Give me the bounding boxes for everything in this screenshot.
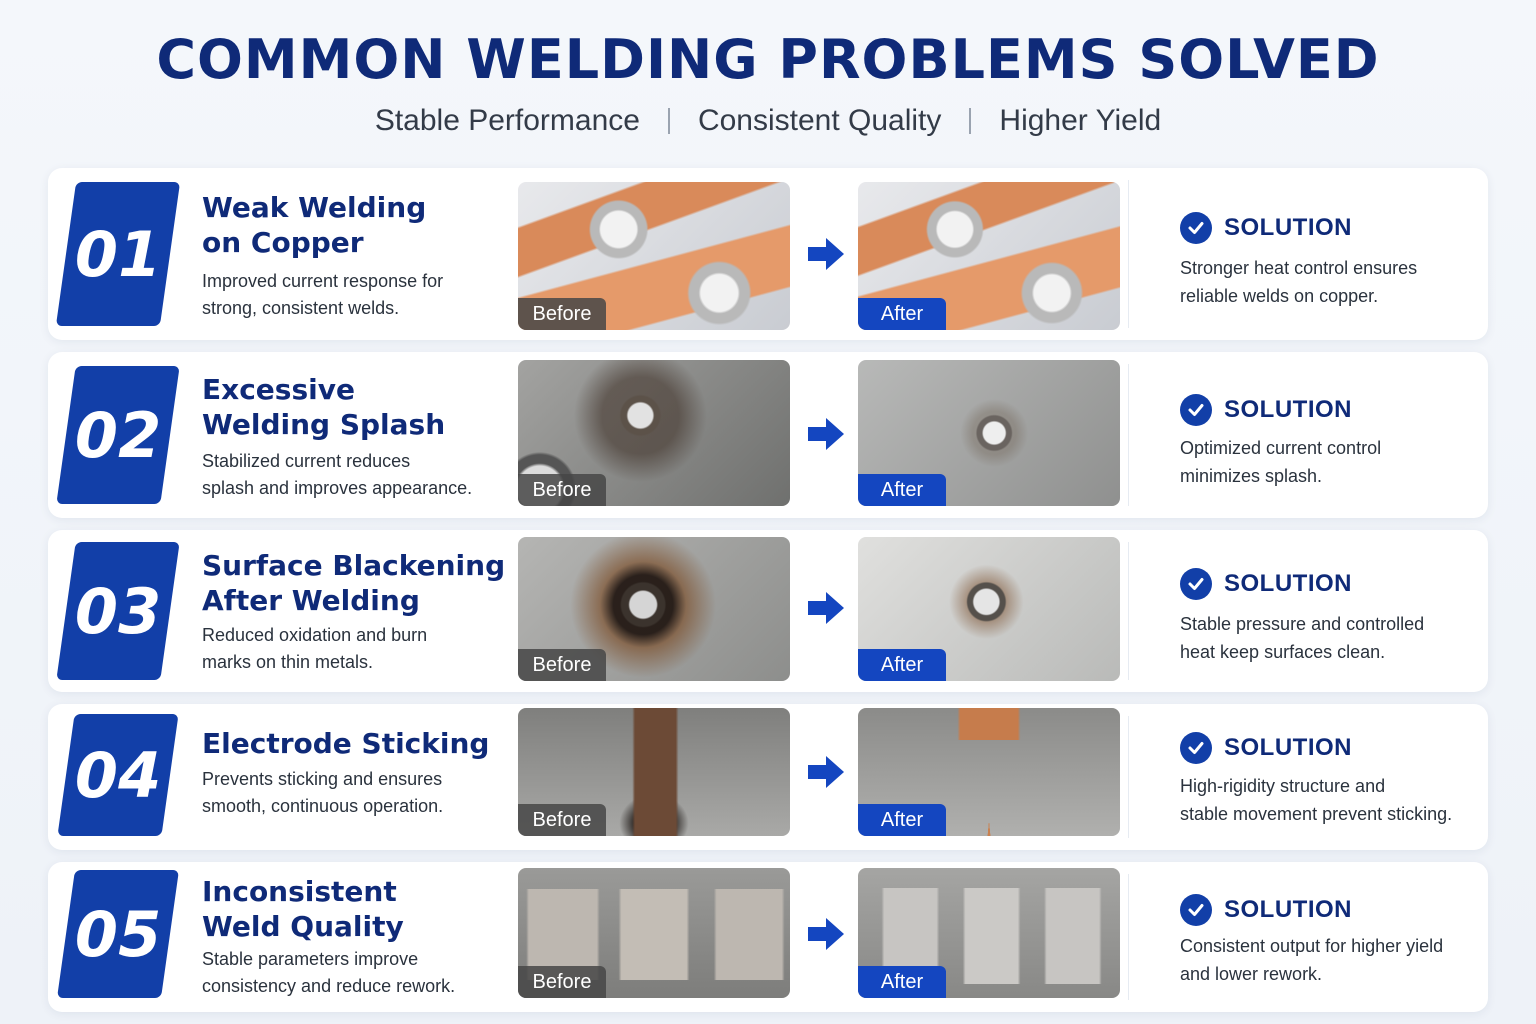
problem-number-badge: 02 — [56, 366, 180, 504]
subtitle-separator — [969, 108, 972, 134]
problem-row-4: 04 Electrode Sticking Prevents sticking … — [48, 704, 1488, 850]
solution-label: SOLUTION — [1224, 734, 1352, 761]
checkmark-icon — [1180, 394, 1212, 426]
problem-number-badge: 05 — [57, 870, 179, 998]
divider — [1128, 874, 1129, 1000]
arrow-right-icon — [808, 238, 844, 270]
subtitle-separator — [667, 108, 670, 134]
page-title: COMMON WELDING PROBLEMS SOLVED — [156, 28, 1380, 91]
divider — [1128, 542, 1129, 680]
before-tag: Before — [518, 804, 606, 836]
subtitle-item-3: Higher Yield — [999, 104, 1162, 137]
subtitle-item-2: Consistent Quality — [697, 104, 942, 137]
solution-label: SOLUTION — [1224, 570, 1352, 597]
after-photo: After — [858, 537, 1120, 681]
before-tag: Before — [518, 649, 606, 681]
problem-title: Electrode Sticking — [202, 727, 490, 760]
solution-header: SOLUTION — [1180, 212, 1352, 244]
arrow-right-icon — [808, 756, 844, 788]
checkmark-icon — [1180, 894, 1212, 926]
checkmark-icon — [1180, 732, 1212, 764]
problem-number-badge: 04 — [57, 714, 179, 836]
subtitle-bar: Stable Performance Consistent Quality Hi… — [0, 104, 1536, 138]
before-tag: Before — [518, 474, 606, 506]
after-photo: After — [858, 360, 1120, 506]
divider — [1128, 716, 1129, 838]
after-tag: After — [858, 804, 946, 836]
solution-header: SOLUTION — [1180, 732, 1352, 764]
solution-header: SOLUTION — [1180, 894, 1352, 926]
solution-label: SOLUTION — [1224, 214, 1352, 241]
after-tag: After — [858, 474, 946, 506]
after-photo: After — [858, 182, 1120, 330]
checkmark-icon — [1180, 568, 1212, 600]
solution-label: SOLUTION — [1224, 396, 1352, 423]
before-photo: Before — [518, 868, 790, 998]
solution-header: SOLUTION — [1180, 394, 1352, 426]
arrow-right-icon — [808, 592, 844, 624]
after-photo: After — [858, 708, 1120, 836]
solution-header: SOLUTION — [1180, 568, 1352, 600]
subtitle-item-1: Stable Performance — [374, 104, 640, 137]
arrow-right-icon — [808, 418, 844, 450]
arrow-right-icon — [808, 918, 844, 950]
before-photo: Before — [518, 537, 790, 681]
solution-label: SOLUTION — [1224, 896, 1352, 923]
before-photo: Before — [518, 182, 790, 330]
after-tag: After — [858, 298, 946, 330]
before-photo: Before — [518, 708, 790, 836]
before-photo: Before — [518, 360, 790, 506]
before-tag: Before — [518, 298, 606, 330]
divider — [1128, 180, 1129, 328]
divider — [1128, 364, 1129, 506]
before-tag: Before — [518, 966, 606, 998]
after-tag: After — [858, 966, 946, 998]
problem-number-badge: 01 — [55, 182, 181, 326]
problem-number-badge: 03 — [56, 542, 180, 680]
after-photo: After — [858, 868, 1120, 998]
checkmark-icon — [1180, 212, 1212, 244]
after-tag: After — [858, 649, 946, 681]
